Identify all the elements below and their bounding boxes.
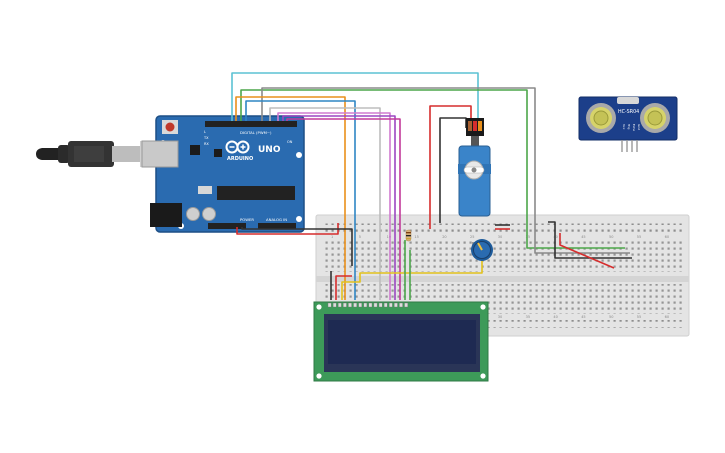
breadboard-column-number: 45: [581, 235, 585, 239]
lcd-pin: [353, 302, 357, 308]
lcd-pin: [373, 302, 378, 308]
on-label: ON: [287, 140, 293, 144]
digital-header: [205, 121, 297, 127]
wire-orange: [235, 96, 346, 300]
servo-motor: [458, 118, 491, 217]
l-label: L: [204, 130, 206, 134]
lcd-pin: [332, 302, 337, 308]
breadboard-column-number: 35: [526, 235, 530, 239]
wire-red-servo: [429, 105, 472, 229]
breadboard-column-number: 55: [637, 235, 641, 239]
sensor-pin-label: Trig: [627, 123, 631, 129]
wire-purple: [282, 115, 396, 300]
wire-light-gray: [269, 107, 381, 300]
breadboard-column-number: 45: [581, 315, 585, 319]
wire-blue: [245, 100, 356, 300]
breadboard-column-numbers: 1155101015152020252530303535404045455050…: [331, 235, 669, 319]
lcd-pin: [368, 302, 373, 308]
wire-red-sensor: [559, 233, 615, 269]
lcd-pin: [343, 302, 347, 308]
breadboard-column-number: 20: [442, 235, 446, 239]
sensor-pin-label: Vcc: [622, 124, 626, 130]
digital-label: DIGITAL (PWM~): [240, 130, 272, 135]
wire-black-sensor: [548, 221, 632, 259]
wire-red-lcd: [335, 275, 352, 300]
sensor-pin-label: Echo: [632, 124, 636, 131]
wire-cyan: [231, 72, 479, 122]
power-header: [208, 223, 246, 229]
arduino-brand: ARDUINO: [227, 156, 253, 162]
breadboard-column-number: 25: [470, 235, 474, 239]
atmega-chip: [217, 186, 295, 200]
lcd-pin: [389, 302, 393, 308]
breadboard-column-number: 10: [387, 235, 391, 239]
lcd-pin: [394, 302, 398, 308]
power-jack: [150, 203, 182, 227]
lcd-pin: [338, 302, 342, 308]
arduino-logo-icon: [225, 140, 250, 154]
rx-label: RX: [204, 142, 209, 146]
lcd-pin: [327, 302, 332, 308]
tx-label: TX: [203, 136, 209, 140]
breadboard-column-number: 1: [331, 235, 333, 239]
breadboard-column-number: 50: [609, 315, 613, 319]
lcd-pin: [378, 302, 383, 308]
wire-yellow: [341, 256, 483, 300]
sensor-model-label: HC-SR04: [618, 109, 639, 115]
breadboard-column-number: 15: [414, 235, 418, 239]
lcd-pin: [383, 302, 388, 308]
lcd-pin: [404, 302, 408, 308]
breadboard-column-number: 35: [526, 315, 530, 319]
wire-green: [240, 89, 625, 249]
breadboard-column-number: 30: [498, 235, 502, 239]
lcd-pin: [399, 302, 403, 308]
analog-header: [258, 223, 296, 229]
lcd-display: [313, 301, 489, 382]
wire-pink: [277, 112, 391, 300]
breadboard-column-number: 55: [637, 315, 641, 319]
breadboard-column-number: 60: [665, 235, 669, 239]
breadboard-column-number: 30: [498, 315, 502, 319]
power-label: POWER: [240, 217, 254, 222]
sensor-pin-label: Gnd: [637, 124, 641, 130]
potentiometer: [471, 239, 493, 261]
analog-label: ANALOG IN: [266, 217, 287, 222]
lcd-pin: [358, 302, 363, 308]
wire-gray-long: [261, 87, 630, 254]
lcd-pin-header: [327, 302, 408, 308]
lcd-pin: [363, 302, 368, 308]
wire-magenta: [286, 118, 401, 300]
lcd-pin: [348, 302, 352, 308]
arduino-uno-board: ARDUINO UNO DIGITAL (PWM~) POWER ANALOG …: [141, 115, 305, 233]
arduino-model: UNO: [258, 145, 281, 155]
wire-black-power: [241, 227, 353, 266]
lcd-screen: [328, 320, 476, 364]
breadboard-column-number: 40: [553, 315, 557, 319]
wires: [231, 72, 632, 300]
breadboard-column-number: 5: [359, 235, 361, 239]
breadboard-column-number: 50: [609, 235, 613, 239]
resistor: [405, 229, 412, 242]
usb-port: [141, 140, 179, 168]
breadboard-column-number: 60: [665, 315, 669, 319]
